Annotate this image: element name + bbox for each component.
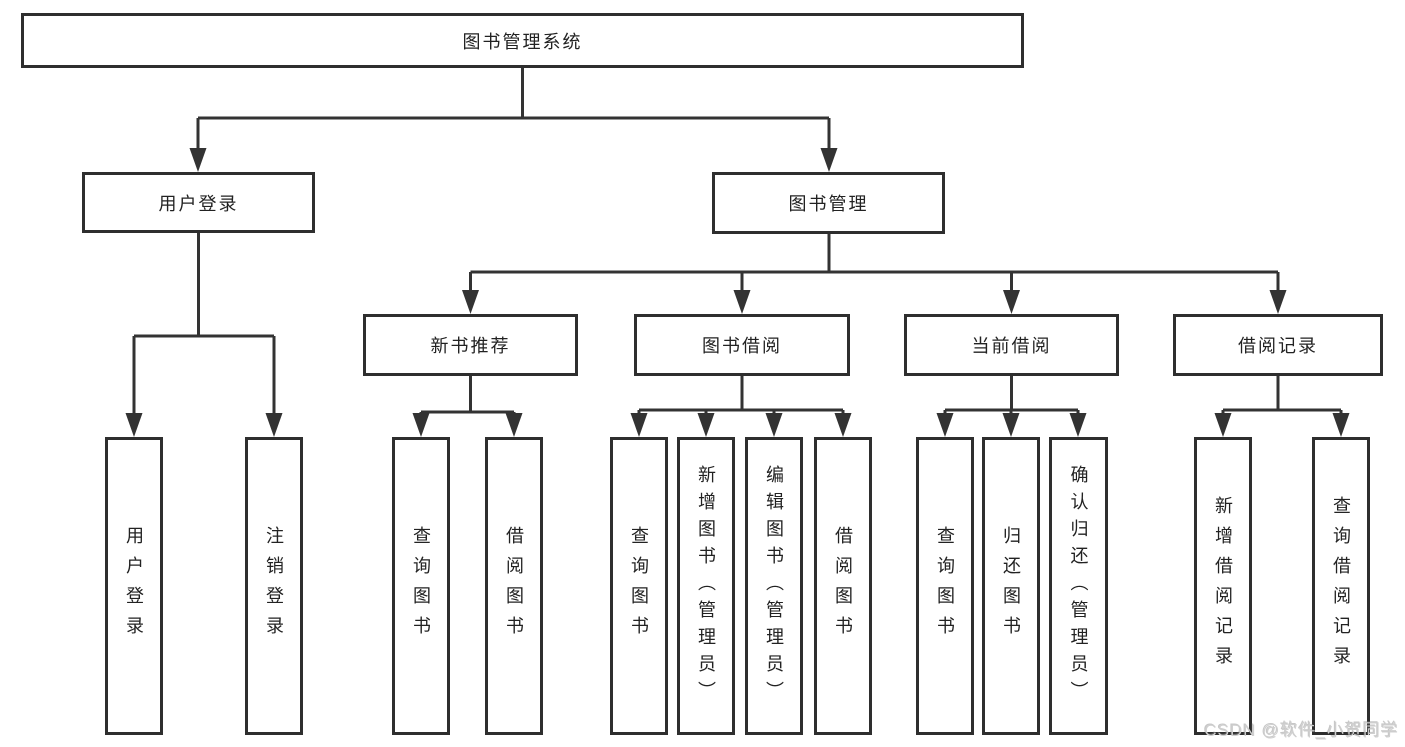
leaf-add-books-admin-label: 新增图书（管理员） [696, 464, 716, 708]
node-book-management: 图书管理 [712, 172, 945, 234]
arrowheads [125, 148, 1350, 437]
node-borrow-records-label: 借阅记录 [1238, 336, 1318, 356]
leaf-query-books-borrow: 查询图书 [610, 437, 668, 735]
leaf-borrow-books: 借阅图书 [814, 437, 872, 735]
csdn-watermark: CSDN @软件_小贺同学 [1204, 721, 1399, 740]
node-new-book-recommend: 新书推荐 [363, 314, 578, 376]
leaf-logout: 注销登录 [245, 437, 303, 735]
leaf-logout-label: 注销登录 [264, 526, 284, 646]
leaf-user-login: 用户登录 [105, 437, 163, 735]
node-current-borrow: 当前借阅 [904, 314, 1119, 376]
leaf-confirm-return-admin-label: 确认归还（管理员） [1068, 464, 1089, 708]
leaf-query-books-borrow-label: 查询图书 [629, 526, 649, 646]
leaf-borrow-books-recommend: 借阅图书 [485, 437, 543, 735]
node-book-management-label: 图书管理 [788, 194, 869, 214]
leaf-query-borrow-record-label: 查询借阅记录 [1331, 496, 1351, 676]
leaf-confirm-return-admin: 确认归还（管理员） [1049, 437, 1108, 735]
leaf-user-login-label: 用户登录 [124, 526, 144, 646]
leaf-borrow-books-label: 借阅图书 [833, 526, 853, 646]
node-user-login-label: 用户登录 [158, 193, 239, 214]
leaf-add-books-admin: 新增图书（管理员） [677, 437, 735, 735]
leaf-query-borrow-record: 查询借阅记录 [1312, 437, 1370, 735]
leaf-edit-books-admin-label: 编辑图书（管理员） [764, 464, 784, 708]
node-book-borrow-label: 图书借阅 [702, 336, 782, 356]
leaf-add-borrow-record-label: 新增借阅记录 [1213, 496, 1233, 676]
node-book-borrow: 图书借阅 [634, 314, 850, 376]
node-library-system-label: 图书管理系统 [462, 31, 583, 52]
node-library-system: 图书管理系统 [21, 13, 1024, 68]
node-new-book-recommend-label: 新书推荐 [430, 336, 511, 356]
leaf-query-books-current: 查询图书 [916, 437, 974, 735]
leaf-query-books-recommend-label: 查询图书 [411, 526, 431, 646]
leaf-return-books-label: 归还图书 [1001, 526, 1021, 646]
leaf-query-books-current-label: 查询图书 [935, 526, 955, 646]
node-user-login: 用户登录 [82, 172, 315, 233]
leaf-edit-books-admin: 编辑图书（管理员） [745, 437, 803, 735]
leaf-return-books: 归还图书 [982, 437, 1040, 735]
leaf-borrow-books-recommend-label: 借阅图书 [504, 526, 524, 646]
leaf-query-books-recommend: 查询图书 [392, 437, 450, 735]
leaf-add-borrow-record: 新增借阅记录 [1194, 437, 1252, 735]
node-current-borrow-label: 当前借阅 [971, 336, 1052, 356]
node-borrow-records: 借阅记录 [1173, 314, 1383, 376]
